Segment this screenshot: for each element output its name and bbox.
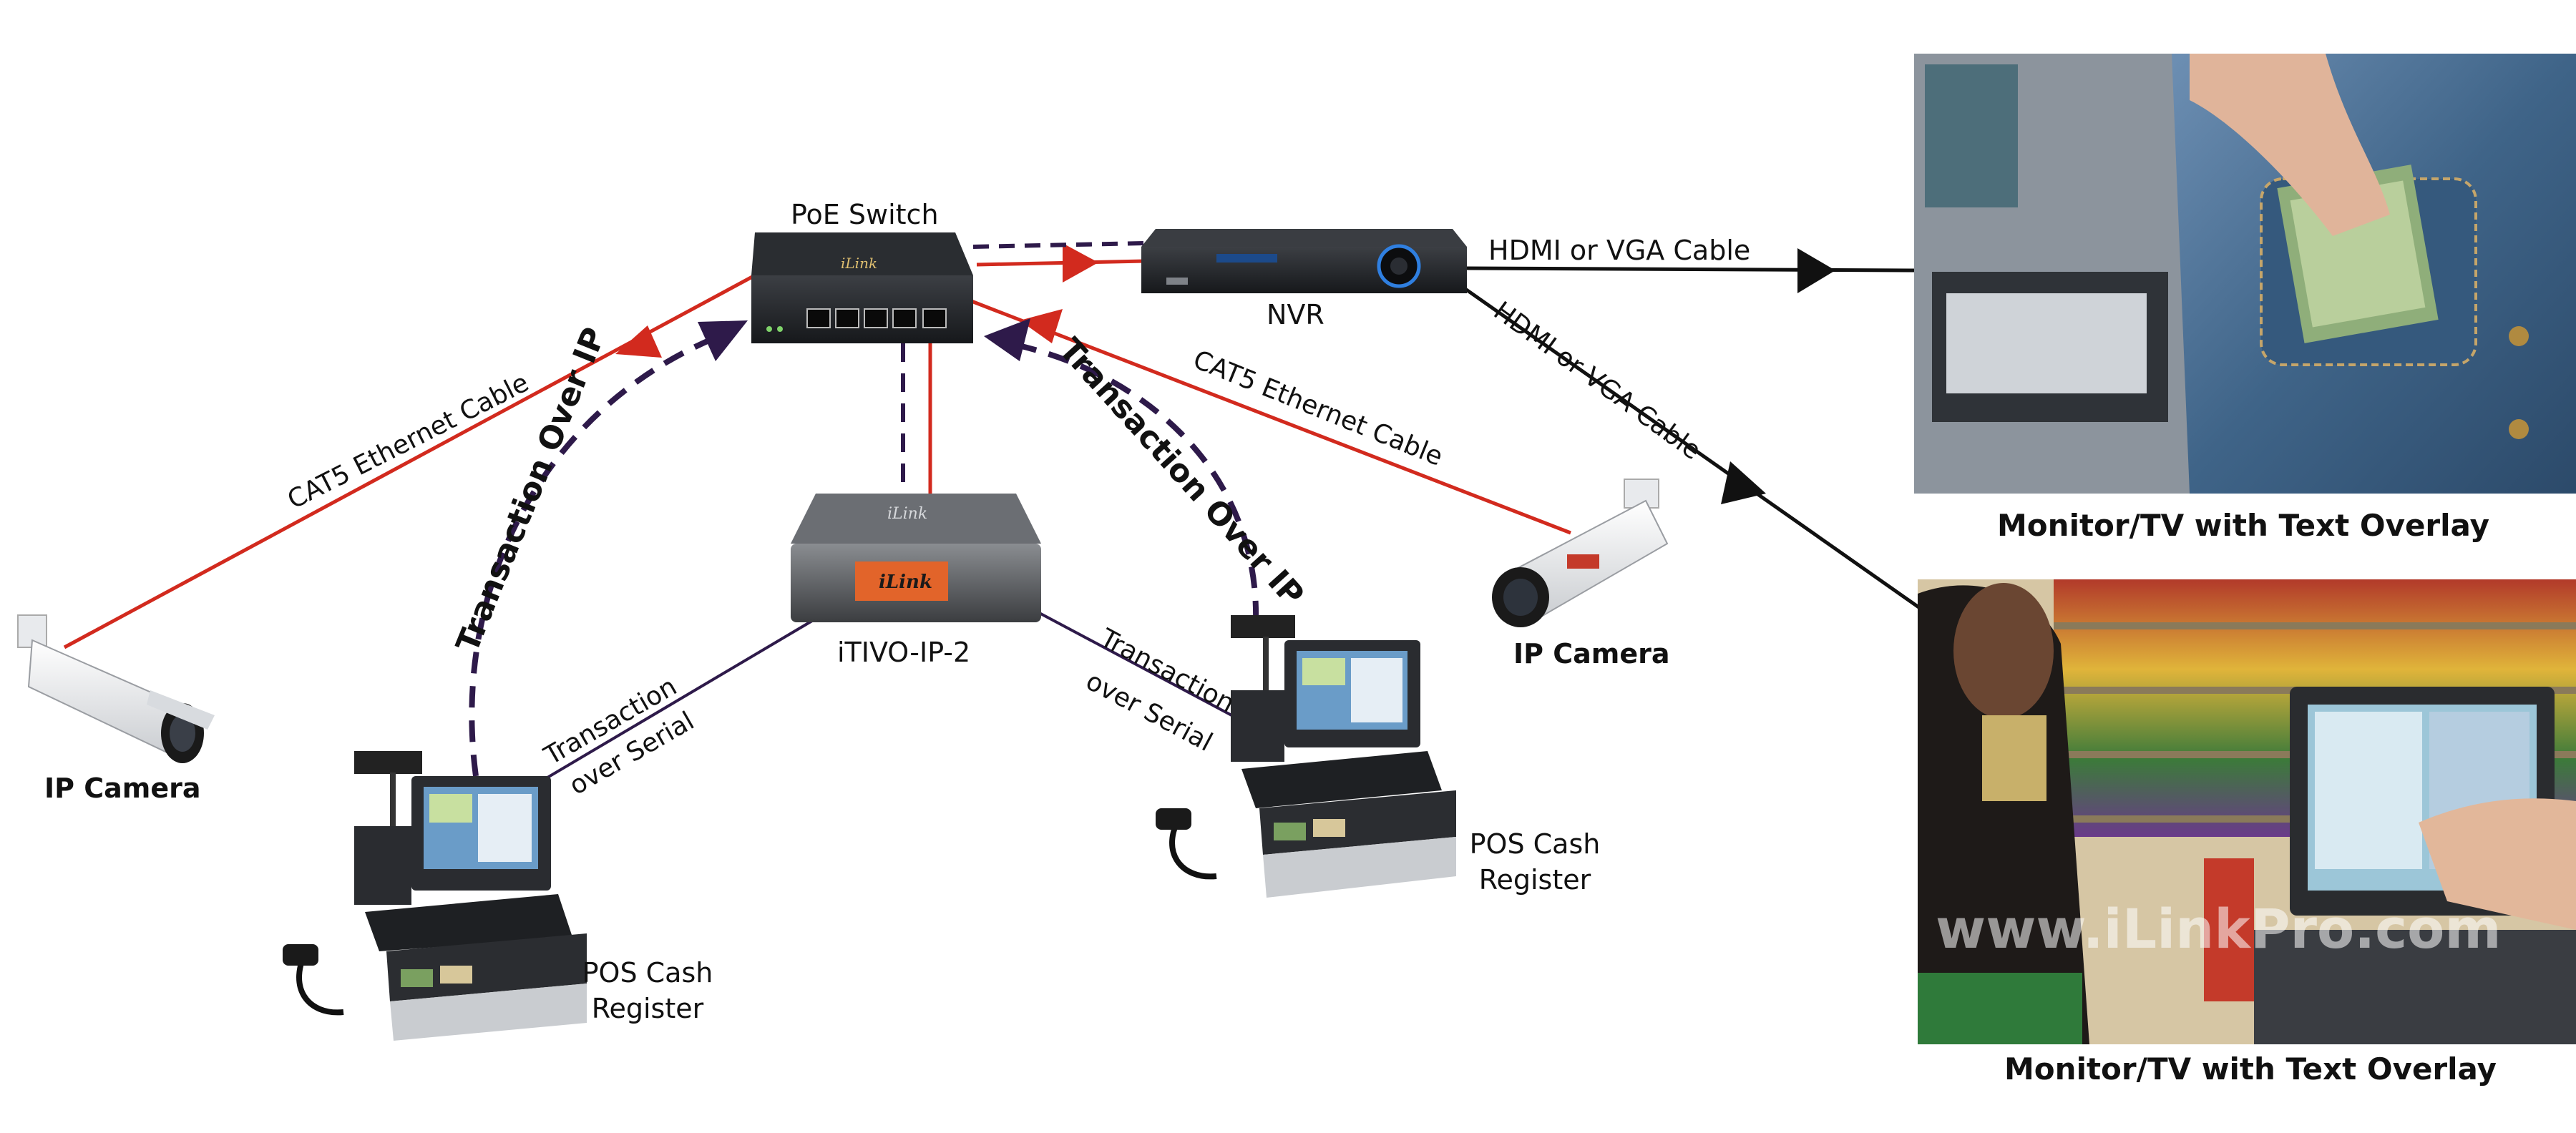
ip-camera-right-label: IP Camera: [1513, 638, 1670, 670]
transaction-link-nvr: [972, 241, 1146, 249]
hdmi-cable-diagonal: [1455, 280, 1926, 614]
serial-cable-right: [1023, 603, 1246, 724]
ip-camera-left-label: IP Camera: [44, 772, 201, 804]
ip-camera-right: [1492, 479, 1669, 627]
pos-right-label-line1: POS Cash: [1469, 828, 1601, 860]
cat5-cable-nvr: [976, 243, 1146, 283]
txn-ip-label-left: Transaction Over IP: [449, 323, 613, 657]
hdmi-label-top: HDMI or VGA Cable: [1488, 235, 1751, 266]
serial-cable-left: [542, 617, 817, 781]
monitor-photo-top: [1914, 54, 2576, 494]
pos-register-left: [283, 751, 587, 1041]
watermark-text: www.iLinkPro.com: [1936, 897, 2502, 961]
nvr-label: NVR: [1267, 299, 1324, 330]
nvr-device: [1141, 229, 1467, 293]
hdmi-cable-top: [1466, 248, 1918, 293]
pos-left-label: POS Cash Register: [576, 955, 719, 1026]
transaction-over-ip-arc-right: [984, 318, 1259, 623]
itivo-top-logo: iLink: [887, 505, 927, 523]
pos-left-label-line2: Register: [591, 993, 704, 1024]
pos-left-label-line1: POS Cash: [582, 957, 713, 989]
poe-switch: iLink: [751, 232, 973, 343]
monitor-top-caption: Monitor/TV with Text Overlay: [1997, 508, 2489, 543]
ip-camera-left: [17, 614, 215, 763]
pos-right-label: POS Cash Register: [1463, 826, 1606, 898]
cat5-label-right: CAT5 Ethernet Cable: [1189, 345, 1447, 471]
itivo-front-label: [855, 561, 948, 601]
switch-brand-logo: iLink: [841, 255, 877, 272]
itivo-device: iLink iLink: [791, 494, 1041, 622]
pos-register-right: [1156, 615, 1456, 898]
cat5-cable-right: [969, 298, 1571, 535]
monitor-bottom-caption: Monitor/TV with Text Overlay: [2004, 1051, 2497, 1087]
switch-ports: [806, 308, 947, 328]
poe-switch-label: PoE Switch: [791, 199, 939, 230]
cat5-label-left: CAT5 Ethernet Cable: [283, 368, 533, 515]
itivo-label: iTIVO-IP-2: [837, 637, 971, 668]
monitor-photo-bottom: www.iLinkPro.com: [1918, 579, 2576, 1044]
itivo-brand-logo: iLink: [879, 572, 932, 593]
transaction-over-ip-arc-left: [469, 320, 748, 777]
pos-right-label-line2: Register: [1478, 864, 1591, 896]
hdmi-label-diagonal: HDMI or VGA Cable: [1488, 296, 1707, 466]
cat5-cable-left: [63, 273, 756, 649]
